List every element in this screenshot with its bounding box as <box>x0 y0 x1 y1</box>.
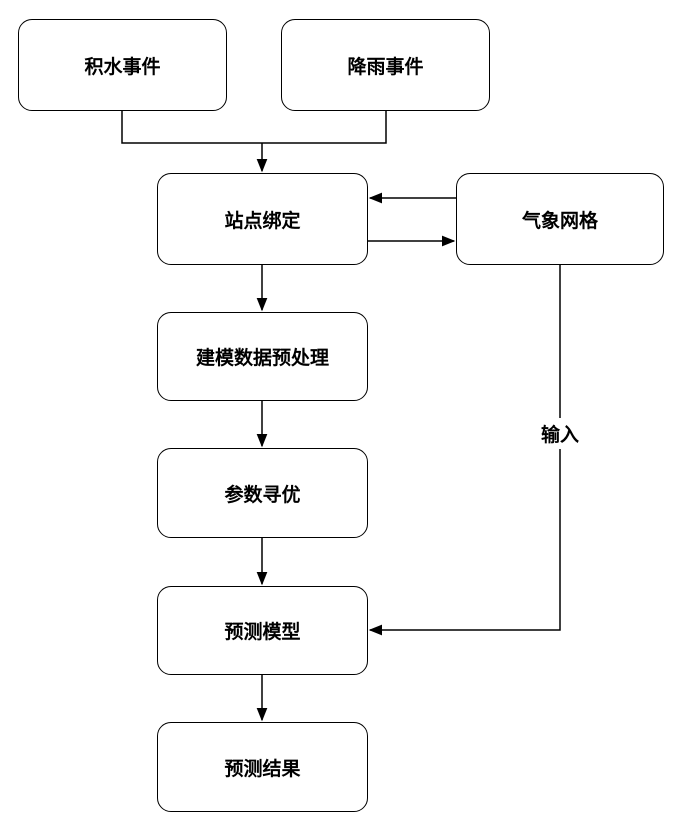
node-rainfall-event-label: 降雨事件 <box>347 55 424 78</box>
node-prediction-result: 预测结果 <box>157 722 368 812</box>
node-preprocessing: 建模数据预处理 <box>157 312 368 401</box>
edge-grid-to-model <box>368 265 561 636</box>
node-station-binding-label: 站点绑定 <box>224 209 301 232</box>
edge-label-input: 输入 <box>541 418 580 449</box>
node-preprocessing-label: 建模数据预处理 <box>195 347 329 369</box>
node-ponding-event-label: 积水事件 <box>84 55 161 78</box>
edge-rainfall-merge <box>262 111 387 144</box>
node-station-binding: 站点绑定 <box>157 173 368 265</box>
node-param-optimization: 参数寻优 <box>157 448 368 538</box>
node-ponding-event: 积水事件 <box>18 19 227 111</box>
node-prediction-model: 预测模型 <box>157 586 368 675</box>
node-prediction-result-label: 预测结果 <box>224 757 301 780</box>
node-rainfall-event: 降雨事件 <box>281 19 490 111</box>
edge-ponding-merge <box>121 111 262 144</box>
node-param-optimization-label: 参数寻优 <box>224 483 301 506</box>
node-weather-grid: 气象网格 <box>456 173 664 265</box>
node-weather-grid-label: 气象网格 <box>521 209 598 232</box>
node-prediction-model-label: 预测模型 <box>224 621 301 643</box>
